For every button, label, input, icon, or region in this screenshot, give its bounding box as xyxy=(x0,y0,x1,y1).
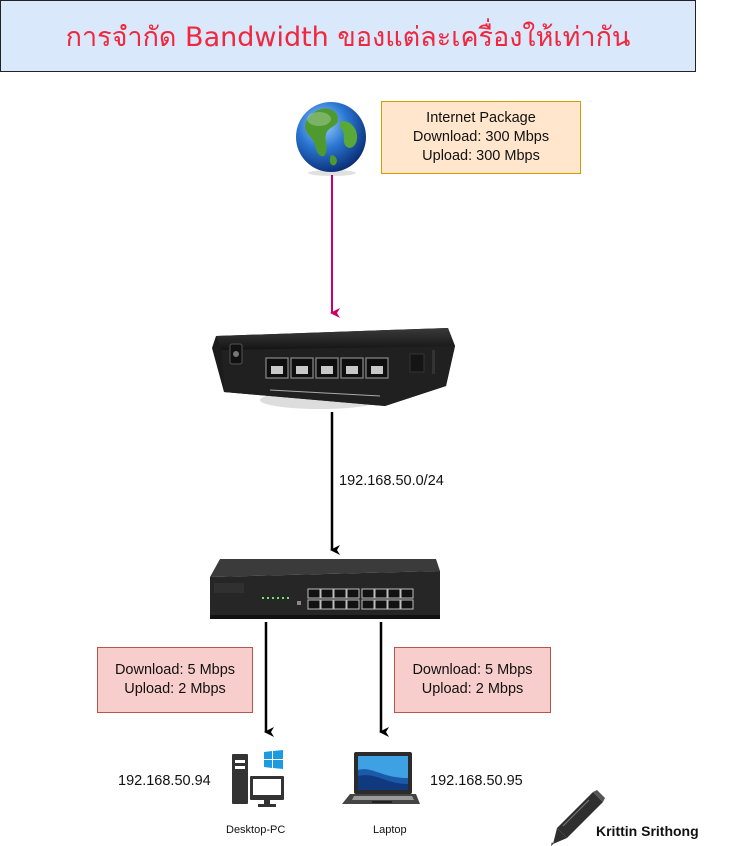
author-label: Krittin Srithong xyxy=(596,823,699,839)
desktop-name-label: Desktop-PC xyxy=(226,824,286,836)
internet-package-note: Internet Package Download: 300 Mbps Uplo… xyxy=(381,101,581,174)
desktop-bandwidth-note: Download: 5 Mbps Upload: 2 Mbps xyxy=(97,647,253,713)
internet-package-upload: Upload: 300 Mbps xyxy=(422,148,540,164)
network-subnet-label: 192.168.50.0/24 xyxy=(339,473,444,489)
internet-package-download: Download: 300 Mbps xyxy=(412,129,550,145)
desktop-upload-limit: Upload: 2 Mbps xyxy=(124,681,226,697)
laptop-bandwidth-note: Download: 5 Mbps Upload: 2 Mbps xyxy=(394,647,551,713)
diagram-title: การจำกัด Bandwidth ของแต่ละเครื่องให้เท่… xyxy=(65,21,631,53)
desktop-ip-label: 192.168.50.94 xyxy=(118,773,211,789)
laptop-upload-limit: Upload: 2 Mbps xyxy=(421,681,524,697)
router-icon xyxy=(212,328,455,409)
laptop-ip-label: 192.168.50.95 xyxy=(430,773,523,789)
switch-icon xyxy=(210,559,440,619)
internet-package-name: Internet Package xyxy=(426,110,536,126)
title-box: การจำกัด Bandwidth ของแต่ละเครื่องให้เท่… xyxy=(0,0,696,72)
desktop-download-limit: Download: 5 Mbps xyxy=(114,662,236,678)
pen-icon xyxy=(551,790,605,846)
laptop-icon xyxy=(342,752,420,804)
globe-icon xyxy=(296,102,366,176)
laptop-name-label: Laptop xyxy=(373,824,407,836)
desktop-pc-icon xyxy=(232,750,284,807)
laptop-download-limit: Download: 5 Mbps xyxy=(412,662,533,678)
